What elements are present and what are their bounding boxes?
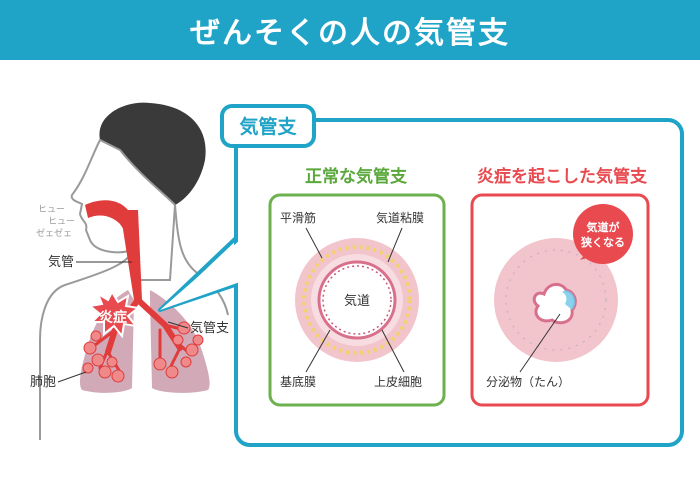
page-title: ぜんそくの人の気管支: [190, 16, 510, 51]
sound-text-1: ヒュー: [38, 204, 65, 215]
label-mucosa: 気道粘膜: [376, 210, 424, 225]
label-smooth-muscle: 平滑筋: [280, 210, 316, 225]
normal-basement-membrane: [322, 265, 392, 335]
secretion-mucus: [562, 290, 576, 310]
sound-text-2: ヒュー: [48, 216, 75, 227]
hair: [99, 102, 206, 205]
leader-basement-membrane: [305, 329, 331, 373]
title-bar: ぜんそくの人の気管支: [0, 0, 700, 60]
zoom-callout-fill: [160, 240, 240, 310]
inflammation-burst: [87, 289, 141, 339]
panel-tab-label: 気管支: [239, 115, 297, 138]
bubble-line-1: 気道が: [587, 220, 620, 234]
sound-text-3: ゼェゼェ: [36, 227, 72, 239]
leader-mucosa: [387, 227, 403, 263]
label-inflammation: 炎症: [99, 309, 127, 326]
normal-airway-lumen: [327, 270, 387, 330]
normal-cross-section: [295, 238, 419, 362]
leader-smooth-muscle: [305, 227, 323, 259]
narrowing-bubble: 気道が 狭くなる: [573, 204, 633, 264]
leader-alveoli: [57, 371, 87, 383]
inflamed-cross-section: [494, 238, 618, 362]
panel-tab: [220, 104, 316, 148]
normal-heading: 正常な気管支: [305, 166, 408, 187]
label-trachea: 気管: [48, 254, 74, 270]
label-epithelium: 上皮細胞: [374, 375, 422, 389]
leader-epithelium: [381, 329, 405, 373]
leader-bronchus: [167, 321, 189, 329]
normal-smooth-muscle: [302, 245, 412, 355]
alveoli-clusters: [82, 321, 204, 383]
bubble-line-2: 狭くなる: [580, 235, 625, 249]
label-alveoli: 肺胞: [30, 375, 56, 390]
label-secretion: 分泌物（たん）: [486, 375, 570, 389]
inflamed-muscle-dots: [505, 249, 607, 351]
label-basement-membrane: 基底膜: [280, 374, 316, 389]
label-airway: 気道: [344, 293, 370, 309]
inflamed-heading: 炎症を起こした気管支: [477, 166, 648, 187]
label-bronchus: 気管支: [190, 320, 229, 336]
trachea: [120, 210, 142, 300]
leader-secretion: [519, 313, 561, 373]
